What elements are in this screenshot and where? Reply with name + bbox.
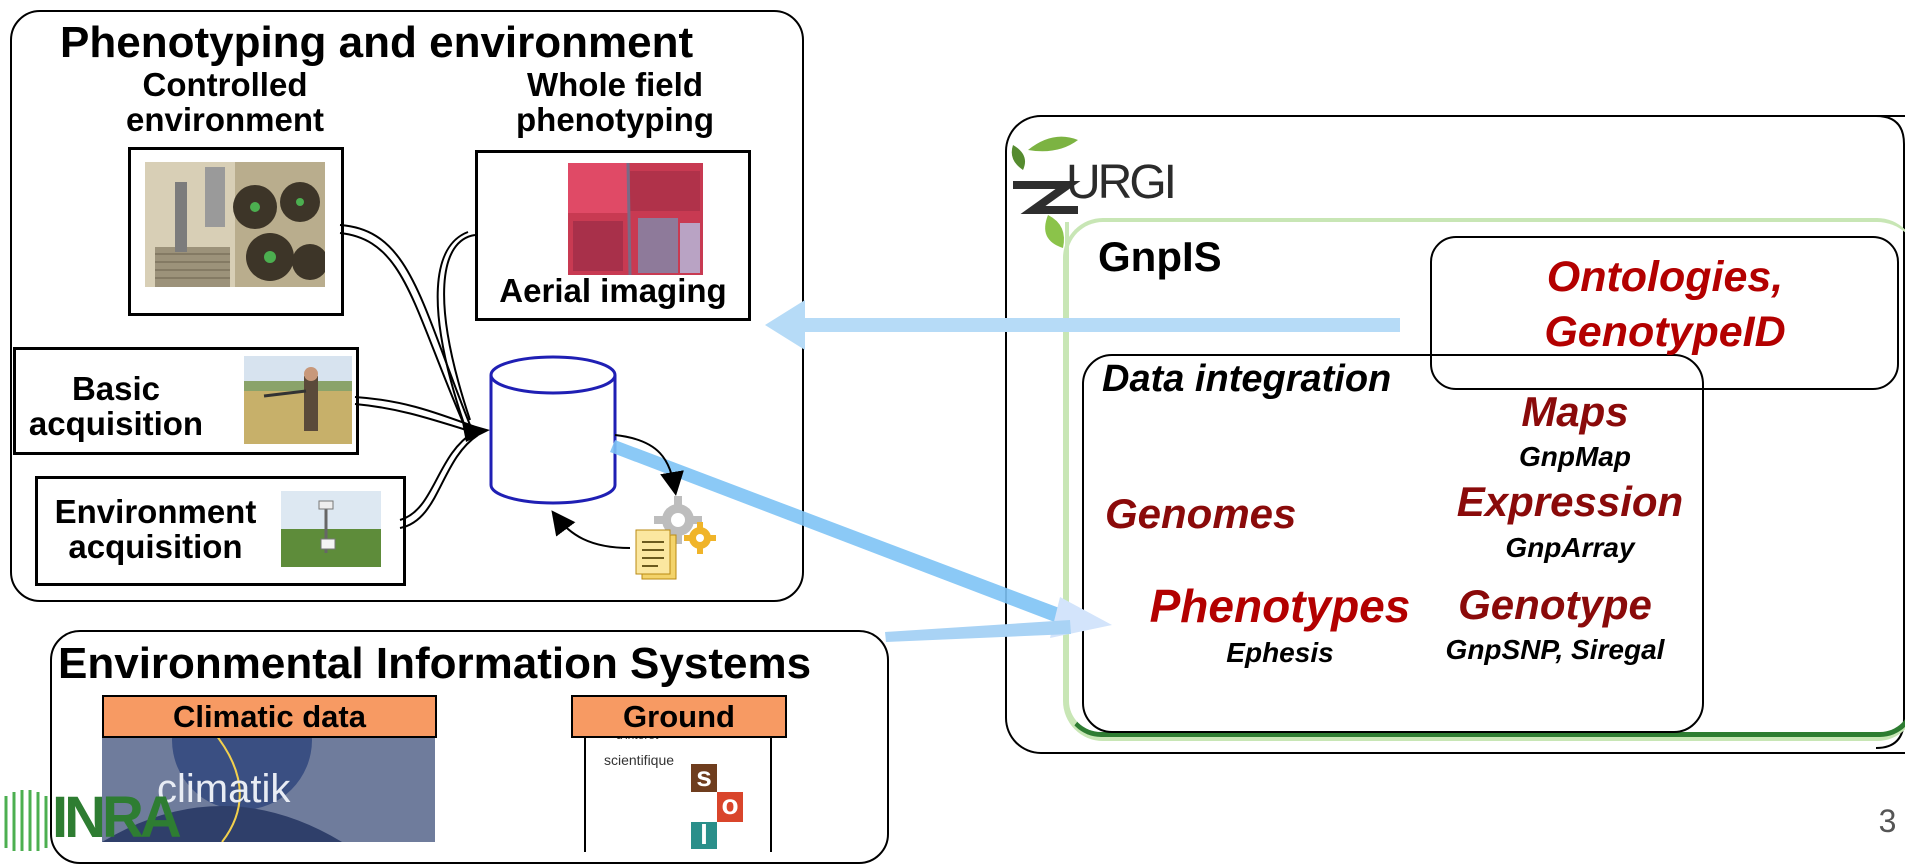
environment-acquisition-label: Environment acquisition: [54, 493, 257, 565]
environment-acquisition-card: Environment acquisition: [35, 476, 406, 586]
ground-snippet-2: scientifique: [604, 752, 675, 768]
database-cylinder: [489, 355, 617, 505]
page-number: 3: [1878, 803, 1897, 839]
gnpis-label: GnpIS: [1098, 233, 1222, 280]
whole-field-label: Whole field phenotyping: [516, 66, 714, 138]
growth-chamber-photo: [145, 162, 325, 287]
genotype-label: Genotype: [1458, 581, 1652, 628]
inra-emblem-icon: [4, 790, 48, 851]
aerial-imaging-card: Aerial imaging: [475, 150, 751, 321]
urgi-logo-text: URGI: [1066, 156, 1177, 209]
weather-station-photo: [281, 491, 381, 567]
inra-logo: INRA: [0, 787, 182, 851]
phenotypes-label: Phenotypes: [1149, 580, 1411, 632]
ground-label: Ground: [571, 695, 787, 738]
urgi-logo: URGI: [1008, 130, 1188, 250]
sol-logo: s o l: [691, 761, 743, 850]
gnpsnp-label: GnpSNP, Siregal: [1445, 634, 1665, 665]
sol-letter-o: o: [721, 789, 739, 820]
eis-title: Environmental Information Systems: [58, 639, 812, 688]
aerial-imaging-label: Aerial imaging: [499, 272, 727, 309]
ontologies-box: [1430, 236, 1899, 390]
urgi-panel-right-edge: [1876, 115, 1905, 749]
controlled-environment-label: Controlled environment: [125, 66, 325, 138]
climatic-data-label: Climatic data: [102, 695, 437, 738]
phenotyping-title: Phenotyping and environment: [60, 18, 694, 67]
climatik-graphic: [102, 730, 435, 842]
data-integration-label: Data integration: [1102, 358, 1392, 400]
data-integration-box: [1082, 354, 1704, 733]
urgi-leaf-icon: [1011, 136, 1081, 248]
sol-letter-l: l: [700, 819, 708, 850]
ontologies-line-1: Ontologies,: [1546, 253, 1784, 301]
basic-acquisition-label: Basic acquisition: [28, 370, 204, 442]
climatik-text: climatik: [157, 767, 291, 811]
inra-logo-text: INRA: [52, 785, 182, 850]
processing-gear-icon: [635, 496, 716, 580]
climatic-data-image: climatik: [102, 730, 435, 842]
controlled-environment-card: [128, 147, 344, 316]
genomes-label: Genomes: [1105, 490, 1297, 537]
ground-image: d'intérêt scientifique s o l: [584, 732, 772, 852]
gnparray-label: GnpArray: [1505, 532, 1635, 563]
field-worker-photo: [244, 356, 352, 444]
ontologies-line-2: GenotypeID: [1544, 308, 1786, 356]
maps-label: Maps: [1521, 388, 1629, 435]
sol-letter-s: s: [696, 761, 712, 792]
ephesis-label: Ephesis: [1226, 637, 1334, 668]
aerial-photo: [568, 163, 703, 275]
ground-snippet-1: d'intérêt: [616, 734, 658, 742]
basic-acquisition-card: Basic acquisition: [13, 347, 359, 455]
gnpmap-label: GnpMap: [1519, 441, 1631, 472]
expression-label: Expression: [1456, 478, 1684, 525]
